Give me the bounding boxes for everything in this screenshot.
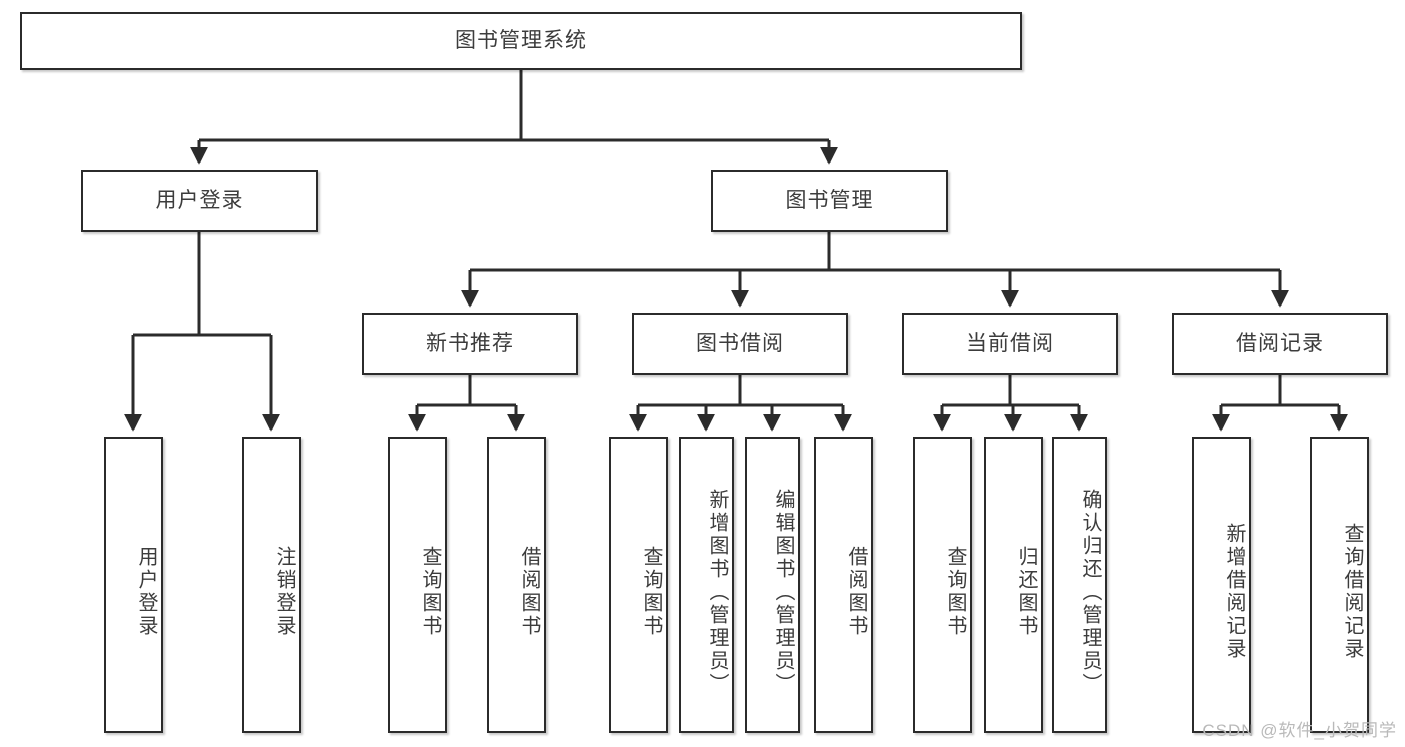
- leaf-user-login-label: 用户登录: [135, 546, 157, 638]
- leaf-borrow-add-book-admin-label: 新增图书（管理员）: [706, 488, 728, 696]
- leaf-borrow-edit-book-admin[interactable]: 编辑图书（管理员）: [745, 437, 800, 733]
- leaf-record-add-record[interactable]: 新增借阅记录: [1192, 437, 1251, 733]
- leaf-recommend-borrow-book[interactable]: 借阅图书: [487, 437, 546, 733]
- leaf-recommend-borrow-book-label: 借阅图书: [518, 546, 540, 638]
- node-borrow-record[interactable]: 借阅记录: [1172, 313, 1388, 375]
- leaf-recommend-query-book-label: 查询图书: [419, 546, 441, 638]
- node-book-borrow[interactable]: 图书借阅: [632, 313, 848, 375]
- leaf-user-login[interactable]: 用户登录: [104, 437, 163, 733]
- leaf-borrow-lend-book-label: 借阅图书: [845, 546, 867, 638]
- node-root-label: 图书管理系统: [455, 29, 587, 53]
- node-book-borrow-label: 图书借阅: [696, 332, 784, 356]
- leaf-logout-label: 注销登录: [273, 546, 295, 638]
- node-book-management-label: 图书管理: [785, 189, 874, 213]
- leaf-recommend-query-book[interactable]: 查询图书: [388, 437, 447, 733]
- node-new-book-recommend-label: 新书推荐: [426, 332, 514, 356]
- leaf-current-confirm-return-admin[interactable]: 确认归还（管理员）: [1052, 437, 1107, 733]
- leaf-record-add-record-label: 新增借阅记录: [1223, 523, 1245, 661]
- leaf-record-query-record-label: 查询借阅记录: [1341, 523, 1363, 661]
- node-user-login-label: 用户登录: [155, 189, 244, 213]
- leaf-borrow-lend-book[interactable]: 借阅图书: [814, 437, 873, 733]
- leaf-current-query-book[interactable]: 查询图书: [913, 437, 972, 733]
- node-current-borrow-label: 当前借阅: [966, 332, 1054, 356]
- leaf-borrow-edit-book-admin-label: 编辑图书（管理员）: [772, 488, 794, 696]
- node-user-login[interactable]: 用户登录: [81, 170, 318, 232]
- leaf-logout[interactable]: 注销登录: [242, 437, 301, 733]
- leaf-current-return-book[interactable]: 归还图书: [984, 437, 1043, 733]
- leaf-borrow-add-book-admin[interactable]: 新增图书（管理员）: [679, 437, 734, 733]
- leaf-borrow-query-book[interactable]: 查询图书: [609, 437, 668, 733]
- leaf-current-query-book-label: 查询图书: [944, 546, 966, 638]
- leaf-borrow-query-book-label: 查询图书: [640, 546, 662, 638]
- node-root[interactable]: 图书管理系统: [20, 12, 1022, 70]
- leaf-current-return-book-label: 归还图书: [1015, 546, 1037, 638]
- node-book-management[interactable]: 图书管理: [711, 170, 948, 232]
- node-new-book-recommend[interactable]: 新书推荐: [362, 313, 578, 375]
- leaf-current-confirm-return-admin-label: 确认归还（管理员）: [1079, 488, 1101, 696]
- node-borrow-record-label: 借阅记录: [1236, 332, 1324, 356]
- leaf-record-query-record[interactable]: 查询借阅记录: [1310, 437, 1369, 733]
- node-current-borrow[interactable]: 当前借阅: [902, 313, 1118, 375]
- watermark: CSDN @软件_小贺同学: [1202, 721, 1397, 740]
